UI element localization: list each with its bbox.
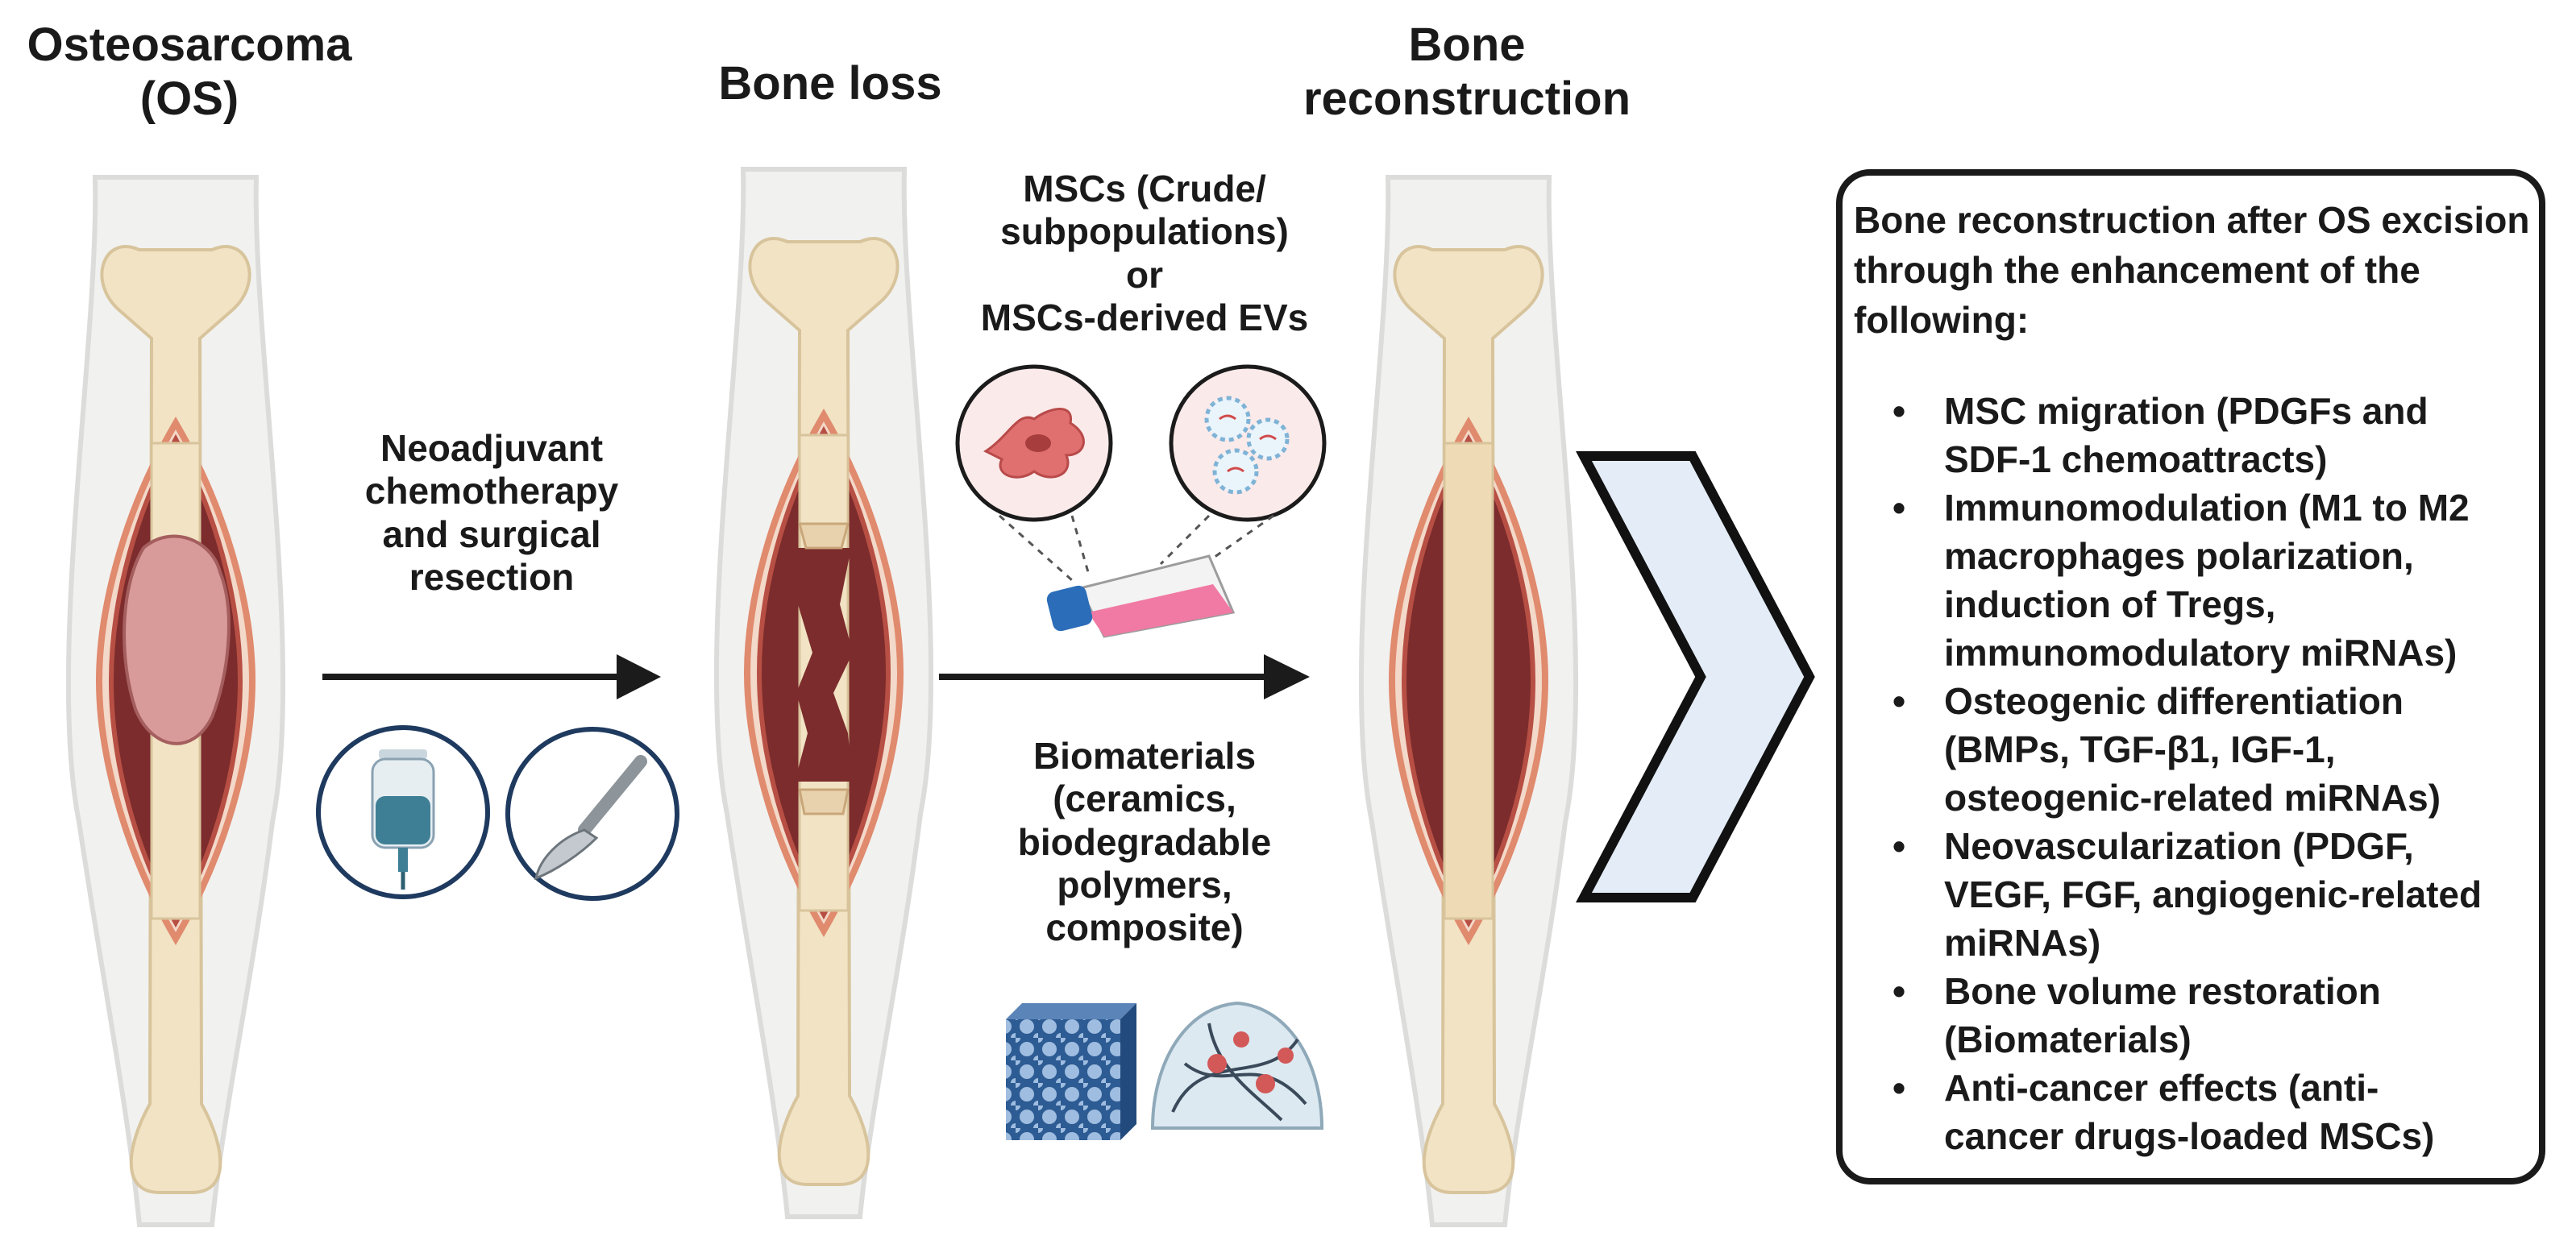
info-list-item-line: miRNAs) — [1944, 922, 2101, 964]
label-mscs-line: or — [1126, 253, 1163, 296]
info-list-item-line: VEGF, FGF, angiogenic-related — [1944, 873, 2483, 915]
iv-bag-icon — [316, 725, 490, 899]
extracellular-vesicles-icon — [1169, 364, 1327, 522]
title-bone-reconstruction: Bone reconstruction — [1273, 18, 1660, 127]
title-osteosarcoma-line: (OS) — [139, 73, 239, 126]
label-mscs-line: MSCs (Crude/ — [1023, 168, 1266, 210]
label-treatment-line: chemotherapy — [364, 470, 619, 512]
label-treatment: Neoadjuvant chemotherapy and surgical re… — [322, 427, 661, 599]
porous-scaffold-icon — [1006, 1003, 1136, 1140]
info-list-item-line: Anti-cancer effects (anti- — [1944, 1067, 2379, 1109]
label-mscs: MSCs (Crude/ subpopulations) or MSCs-der… — [951, 168, 1338, 339]
arrow-2 — [939, 654, 1310, 699]
info-list-item-line: immunomodulatory miRNAs) — [1944, 632, 2458, 674]
title-reconstruction-line: reconstruction — [1303, 73, 1631, 126]
culture-flask-icon — [999, 514, 1274, 638]
leg-bone-loss — [717, 169, 931, 1217]
hydrogel-icon — [1150, 1001, 1324, 1130]
label-mscs-line: subpopulations) — [1000, 210, 1289, 253]
label-biomaterials-line: (ceramics, — [1053, 778, 1236, 820]
title-bone-loss: Bone loss — [661, 56, 999, 110]
info-list-item-line: osteogenic-related miRNAs) — [1944, 777, 2441, 819]
label-biomaterials: Biomaterials (ceramics, biodegradable po… — [959, 735, 1330, 950]
title-osteosarcoma-line: Osteosarcoma — [27, 19, 352, 71]
info-list-item: Osteogenic differentiation (BMPs, TGF-β1,… — [1886, 677, 2547, 822]
info-heading: Bone reconstruction after OS excision th… — [1854, 199, 2530, 342]
label-treatment-line: Neoadjuvant — [380, 427, 604, 469]
label-biomaterials-line: composite) — [1045, 906, 1244, 949]
info-list-item-line: Bone volume restoration — [1944, 970, 2381, 1012]
leg-osteosarcoma — [69, 177, 283, 1225]
scalpel-icon — [505, 727, 679, 901]
info-list-item-line: MSC migration (PDGFs and — [1944, 390, 2429, 432]
bone-defect — [795, 548, 853, 782]
info-list-item-line: Immunomodulation (M1 to M2 — [1944, 487, 2470, 529]
info-list-item-line: (Biomaterials) — [1944, 1018, 2192, 1060]
label-mscs-line: MSCs-derived EVs — [980, 297, 1309, 339]
info-list-item-line: induction of Tregs, — [1944, 583, 2276, 625]
info-list-item: Neovascularization (PDGF, VEGF, FGF, angi… — [1886, 822, 2547, 967]
info-list-item: Bone volume restoration (Biomaterials) — [1886, 967, 2547, 1064]
title-osteosarcoma: Osteosarcoma (OS) — [16, 18, 363, 127]
info-list-item-line: Neovascularization (PDGF, — [1944, 825, 2414, 867]
info-list-item: Anti-cancer effects (anti-cancer drugs-l… — [1886, 1064, 2547, 1160]
arrow-1 — [322, 654, 661, 699]
info-list-item-line: cancer drugs-loaded MSCs) — [1944, 1115, 2435, 1157]
leg-reconstruction — [1361, 177, 1576, 1225]
info-list-item-line: SDF-1 chemoattracts) — [1944, 438, 2328, 480]
msc-cell-icon — [955, 364, 1113, 522]
label-biomaterials-line: biodegradable — [1017, 820, 1272, 863]
info-list-item-line: macrophages polarization, — [1944, 535, 2414, 577]
process-chevron-icon — [1576, 451, 1815, 902]
label-treatment-line: and surgical — [382, 512, 601, 555]
label-biomaterials-line: Biomaterials — [1032, 735, 1257, 777]
title-reconstruction-line: Bone — [1408, 19, 1526, 71]
tumor-mass — [123, 534, 231, 745]
label-biomaterials-line: polymers, — [1057, 864, 1232, 906]
title-bone-loss-line: Bone loss — [718, 57, 942, 110]
info-list-item-line: Osteogenic differentiation — [1944, 680, 2404, 722]
info-list-item: Immunomodulation (M1 to M2 macrophages po… — [1886, 483, 2547, 677]
label-treatment-line: resection — [409, 556, 575, 599]
info-list-item-line: (BMPs, TGF-β1, IGF-1, — [1944, 728, 2336, 770]
